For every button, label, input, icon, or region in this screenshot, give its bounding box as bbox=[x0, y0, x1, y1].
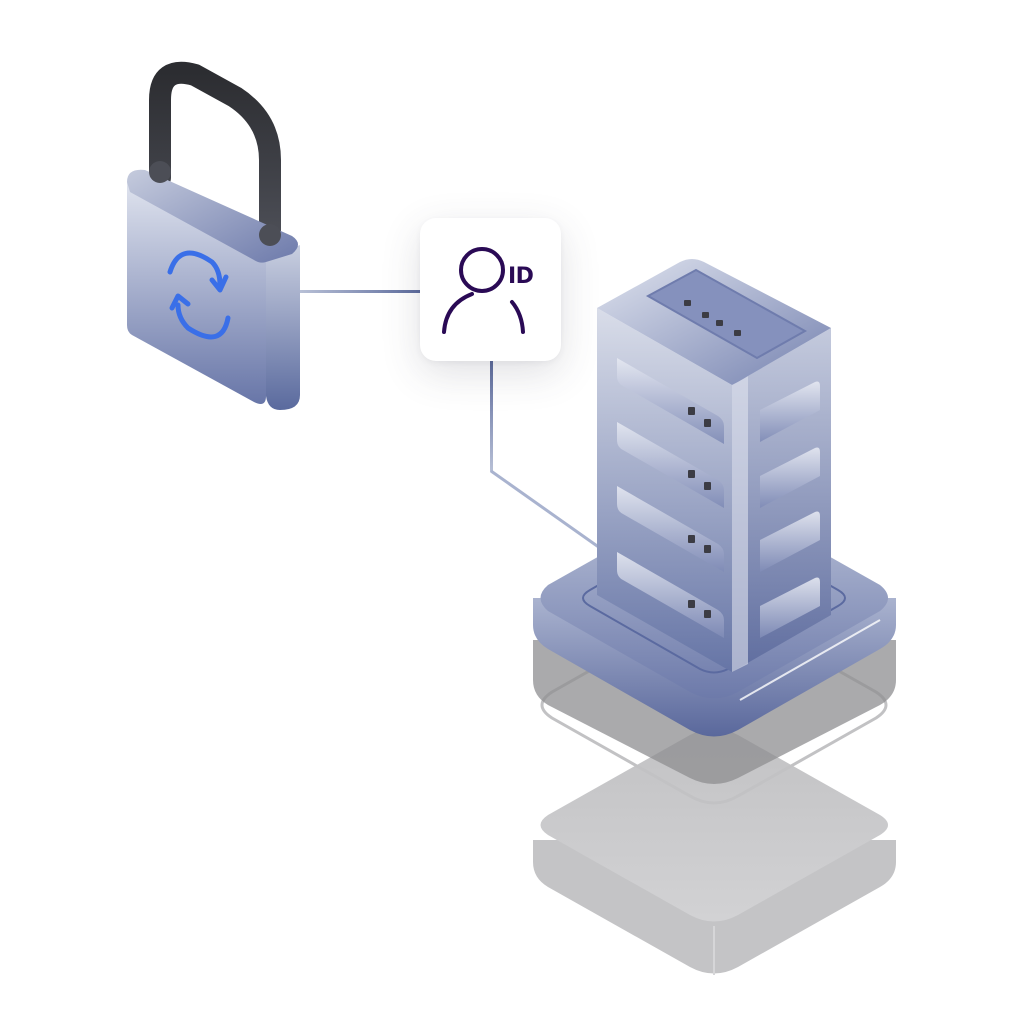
base-bottom-layer bbox=[533, 728, 896, 975]
front-drive-bays bbox=[617, 358, 724, 638]
side-drive-bays bbox=[760, 381, 820, 638]
drive-bay-leds bbox=[688, 407, 711, 618]
server-tower bbox=[597, 259, 831, 672]
user-icon bbox=[442, 247, 525, 334]
id-label: ID bbox=[508, 264, 534, 289]
top-indicator-dots bbox=[684, 300, 741, 336]
padlock-shackle bbox=[149, 61, 281, 246]
top-indicator-panel bbox=[645, 268, 808, 360]
connector-id-to-server bbox=[490, 360, 601, 550]
id-badge-card: ID bbox=[420, 218, 561, 361]
connector-lock-to-id bbox=[300, 290, 422, 293]
sync-arrows-icon bbox=[167, 250, 231, 340]
padlock bbox=[127, 61, 300, 410]
